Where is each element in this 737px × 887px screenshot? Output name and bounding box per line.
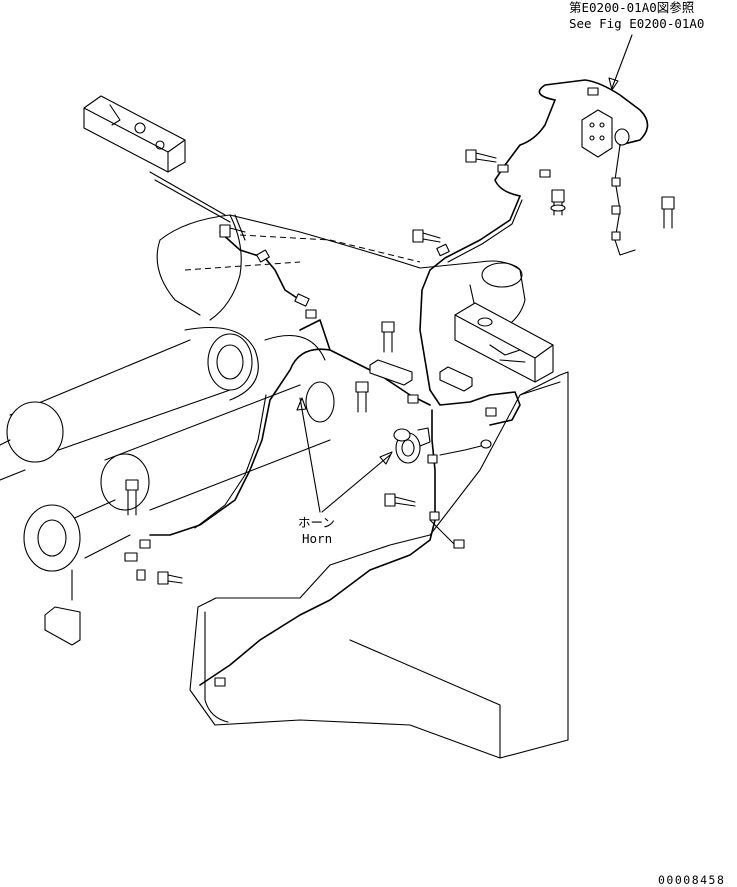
mounting-plates <box>369 359 473 392</box>
reference-leader-line <box>608 34 633 91</box>
connectors <box>124 87 621 687</box>
rear-frame <box>189 371 569 759</box>
front-frame <box>156 214 526 341</box>
bolt <box>661 196 675 229</box>
horn-leader-lines <box>296 397 393 513</box>
bolt <box>157 571 183 585</box>
reference-label-en: See Fig E0200-01A0 <box>569 16 705 31</box>
horn-label-jp: ホーン <box>298 515 335 530</box>
cylinders <box>0 327 335 572</box>
bolt <box>219 224 246 238</box>
horn <box>393 427 431 464</box>
drawing-number: 00008458 <box>658 873 726 887</box>
bolt <box>465 149 497 163</box>
bolt <box>550 189 566 216</box>
bolt <box>355 381 369 413</box>
relay-plate <box>581 109 630 158</box>
reference-label-jp: 第E0200-01A0図参照 <box>569 0 695 15</box>
upper-right-bracket <box>454 302 554 383</box>
upper-left-bracket <box>83 95 231 223</box>
bolts <box>125 149 675 585</box>
bolt <box>412 229 441 243</box>
bolt <box>480 439 492 449</box>
bolt <box>381 321 395 353</box>
wire-harness <box>149 79 649 686</box>
bolt <box>125 479 139 516</box>
horn-label-en: Horn <box>302 531 333 546</box>
loose-bracket <box>44 569 81 646</box>
bolt <box>384 493 416 507</box>
